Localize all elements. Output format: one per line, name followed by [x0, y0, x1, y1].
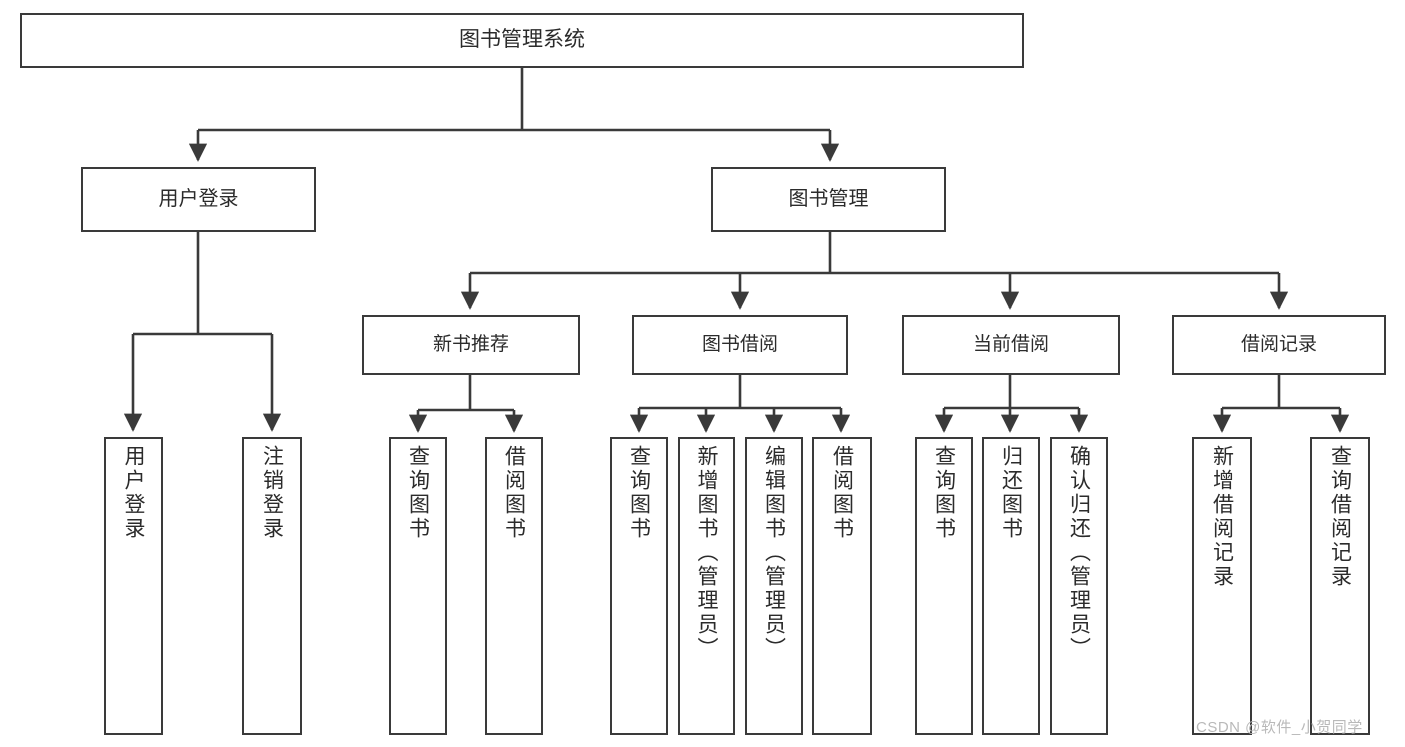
leaf-add-borrow-record[interactable]: 新增借阅记录 — [1192, 437, 1252, 735]
node-new-book-recommend[interactable]: 新书推荐 — [362, 315, 580, 375]
node-label: 归还图书 — [999, 445, 1023, 541]
node-label: 借阅图书 — [502, 445, 526, 541]
node-label: 用户登录 — [122, 445, 145, 541]
node-borrow-record[interactable]: 借阅记录 — [1172, 315, 1386, 375]
leaf-query-book-recommend[interactable]: 查询图书 — [389, 437, 447, 735]
node-label: 新增图书（管理员） — [695, 445, 718, 661]
node-label: 查询图书 — [932, 445, 956, 541]
node-label: 借阅图书 — [830, 445, 854, 541]
node-label: 图书借阅 — [701, 334, 778, 356]
node-label: 编辑图书（管理员） — [762, 445, 786, 661]
node-label: 确认归还（管理员） — [1067, 445, 1091, 661]
leaf-query-book-current[interactable]: 查询图书 — [915, 437, 973, 735]
node-label: 查询图书 — [627, 445, 651, 541]
node-book-management[interactable]: 图书管理 — [711, 167, 946, 232]
node-label: 用户登录 — [158, 188, 239, 210]
node-current-borrow[interactable]: 当前借阅 — [902, 315, 1120, 375]
node-label: 图书管理 — [788, 188, 869, 210]
node-label: 新增借阅记录 — [1210, 445, 1234, 589]
node-book-management-system[interactable]: 图书管理系统 — [20, 13, 1024, 68]
node-label: 注销登录 — [260, 445, 284, 541]
leaf-query-borrow-record[interactable]: 查询借阅记录 — [1310, 437, 1370, 735]
leaf-query-book-borrow[interactable]: 查询图书 — [610, 437, 668, 735]
node-label: 查询图书 — [406, 445, 430, 541]
node-label: 图书管理系统 — [459, 28, 585, 52]
node-book-borrow[interactable]: 图书借阅 — [632, 315, 848, 375]
node-label: 借阅记录 — [1240, 334, 1317, 356]
leaf-borrow-book-recommend[interactable]: 借阅图书 — [485, 437, 543, 735]
leaf-return-book[interactable]: 归还图书 — [982, 437, 1040, 735]
leaf-confirm-return-admin[interactable]: 确认归还（管理员） — [1050, 437, 1108, 735]
node-label: 新书推荐 — [432, 334, 509, 356]
node-label: 查询借阅记录 — [1328, 445, 1352, 589]
node-user-login[interactable]: 用户登录 — [81, 167, 316, 232]
node-label: 当前借阅 — [972, 334, 1049, 356]
csdn-watermark: CSDN @软件_小贺同学 — [1196, 719, 1363, 736]
leaf-borrow-book[interactable]: 借阅图书 — [812, 437, 872, 735]
leaf-edit-book-admin[interactable]: 编辑图书（管理员） — [745, 437, 803, 735]
leaf-user-login[interactable]: 用户登录 — [104, 437, 163, 735]
leaf-logout[interactable]: 注销登录 — [242, 437, 302, 735]
leaf-add-book-admin[interactable]: 新增图书（管理员） — [678, 437, 735, 735]
